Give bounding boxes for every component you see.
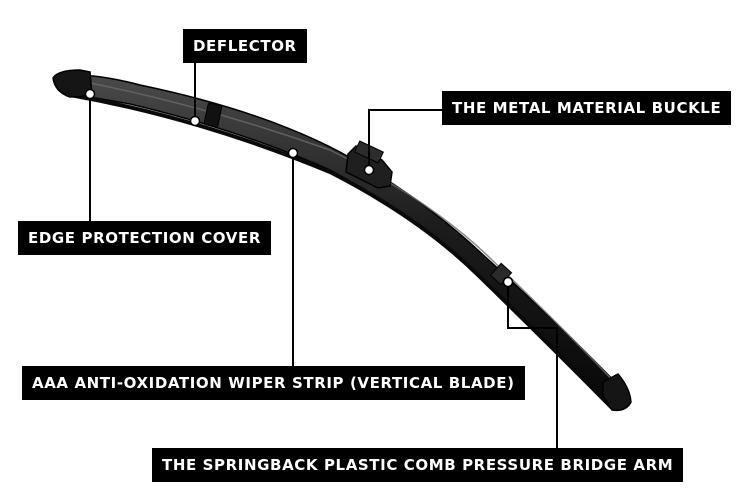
label-bridge-arm: THE SPRINGBACK PLASTIC COMB PRESSURE BRI… — [152, 448, 684, 482]
marker-bridge-arm — [502, 276, 514, 288]
label-wiper-strip: AAA ANTI-OXIDATION WIPER STRIP (VERTICAL… — [22, 366, 525, 400]
end-cap-right — [602, 373, 632, 412]
wiper-strip — [69, 93, 614, 410]
callout-markers — [84, 88, 514, 288]
marker-edge-cover — [84, 88, 96, 100]
leader-bridge-arm — [507, 282, 558, 450]
blade-highlight — [74, 79, 621, 389]
deflector-clip — [203, 102, 223, 128]
leader-lines — [89, 60, 558, 450]
label-deflector: DEFLECTOR — [183, 29, 307, 63]
marker-wiper-strip — [287, 147, 299, 159]
label-metal-buckle: THE METAL MATERIAL BUCKLE — [442, 91, 732, 125]
label-edge-protection-cover: EDGE PROTECTION COVER — [18, 221, 271, 255]
marker-deflector — [189, 115, 201, 127]
leader-buckle — [368, 109, 442, 170]
edge-protection-cap — [52, 69, 93, 98]
marker-buckle — [363, 164, 375, 176]
